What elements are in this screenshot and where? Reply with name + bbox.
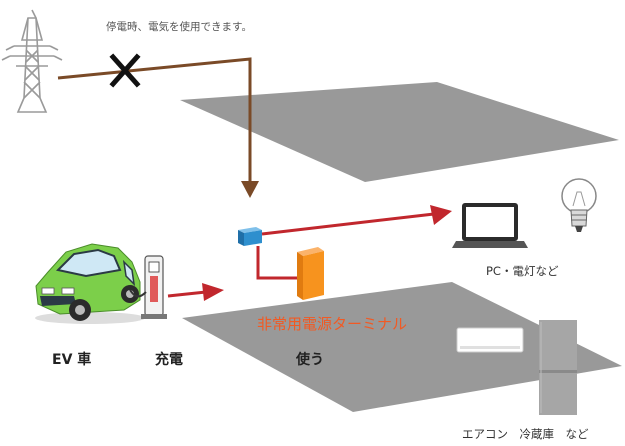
laptop-icon bbox=[452, 203, 528, 248]
grid-wire bbox=[57, 57, 252, 182]
laptop-arrow bbox=[430, 205, 452, 225]
cross-icon bbox=[109, 53, 141, 88]
charge-label: 充電 bbox=[155, 352, 183, 368]
charge-arrow-head bbox=[202, 283, 224, 301]
upper-floor bbox=[180, 82, 619, 182]
air-conditioner-icon bbox=[456, 327, 524, 353]
lower-floor bbox=[182, 282, 622, 412]
grid-down-arrow bbox=[241, 181, 259, 198]
charge-arrow-line bbox=[167, 290, 207, 298]
distribution-box-icon bbox=[238, 227, 262, 246]
power-tower-icon bbox=[1, 9, 63, 113]
ev-car-icon bbox=[35, 243, 145, 324]
emergency-terminal-icon bbox=[297, 247, 324, 300]
ev-label: EV 車 bbox=[52, 352, 92, 368]
wire-to-terminal bbox=[256, 246, 297, 280]
wire-to-laptop bbox=[261, 212, 435, 236]
terminal-label: 非常用電源ターミナル bbox=[257, 315, 408, 333]
light-bulb-icon bbox=[561, 178, 597, 232]
use-label: 使う bbox=[296, 352, 324, 368]
refrigerator-icon bbox=[539, 320, 577, 415]
charger-icon bbox=[129, 255, 167, 319]
outage-caption: 停電時、電気を使用できます。 bbox=[106, 21, 252, 33]
pc-light-label: PC・電灯など bbox=[486, 264, 559, 278]
appliances-label: エアコン 冷蔵庫 など bbox=[462, 427, 589, 441]
